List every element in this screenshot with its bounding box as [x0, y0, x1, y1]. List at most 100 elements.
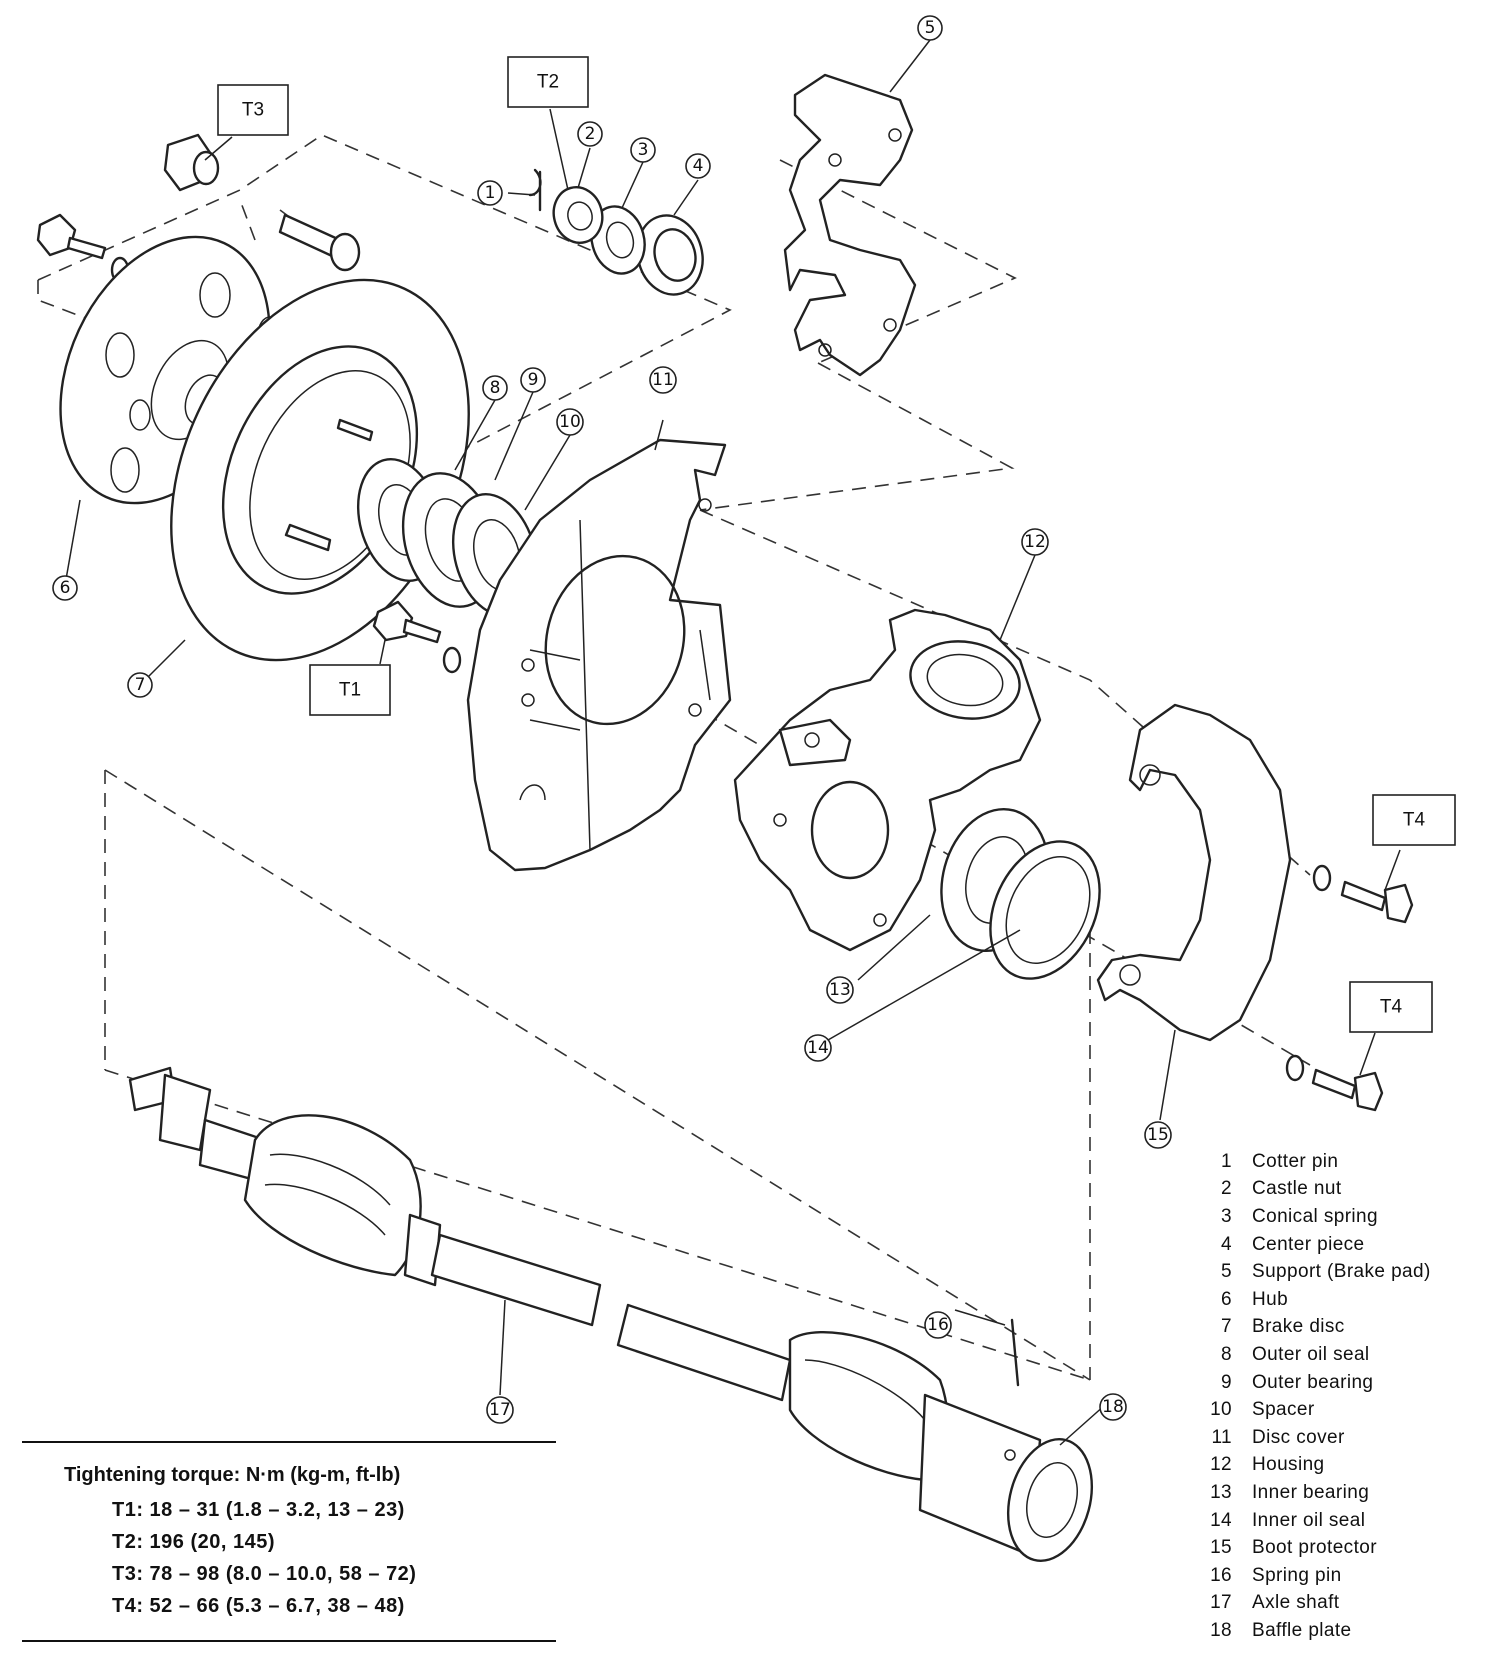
torque-box-label: T4: [1380, 997, 1403, 1018]
legend-item: 6 Hub: [1208, 1286, 1498, 1314]
callout-8: 8: [482, 375, 508, 401]
legend-number: 12: [1210, 1454, 1232, 1476]
torque-heading: Tightening torque: N·m (kg-m, ft-lb): [64, 1464, 401, 1486]
callout-3: 3: [630, 137, 656, 163]
table-top-rule: [22, 1441, 556, 1443]
callout-12: 12: [1021, 528, 1049, 556]
legend-part-name: Cotter pin: [1252, 1150, 1339, 1172]
housing: [733, 608, 1042, 952]
callout-2: 2: [577, 121, 603, 147]
callout-label: 6: [60, 578, 71, 598]
legend-number: 6: [1221, 1288, 1232, 1310]
legend-part-name: Hub: [1252, 1288, 1289, 1310]
legend-part-name: Outer oil seal: [1252, 1343, 1370, 1365]
callout-14: 14: [804, 1034, 832, 1062]
legend-number: 10: [1210, 1399, 1232, 1421]
legend-part-name: Baffle plate: [1252, 1619, 1352, 1641]
callout-4: 4: [685, 153, 711, 179]
leader-lines: [64, 39, 1401, 1446]
callout-1: 1: [477, 180, 503, 206]
legend-item: 18 Baffle plate: [1208, 1617, 1498, 1645]
torque-box-t2: T2: [507, 56, 589, 108]
parts-legend: 1 Cotter pin 2 Castle nut 3 Conical spring 4 Ce…: [1208, 1148, 1498, 1645]
legend-part-name: Support (Brake pad): [1252, 1261, 1431, 1283]
legend-part-name: Castle nut: [1252, 1178, 1342, 1200]
tightening-torque-table: Tightening torque: N·m (kg-m, ft-lb) T1:…: [22, 1441, 556, 1643]
legend-item: 17 Axle shaft: [1208, 1590, 1498, 1618]
legend-item: 4 Center piece: [1208, 1231, 1498, 1259]
callout-label: 10: [559, 412, 581, 432]
callout-label: 17: [489, 1400, 511, 1420]
torque-box-t4b: T4: [1349, 981, 1433, 1033]
callout-label: 7: [135, 675, 146, 695]
legend-part-name: Conical spring: [1252, 1205, 1378, 1227]
brake-pad-support: [783, 73, 917, 377]
callout-label: 2: [585, 124, 596, 144]
callout-label: 3: [638, 140, 649, 160]
callout-label: 14: [807, 1038, 829, 1058]
legend-part-name: Axle shaft: [1252, 1592, 1340, 1614]
torque-box-t4a: T4: [1372, 794, 1456, 846]
legend-number: 2: [1221, 1178, 1232, 1200]
legend-item: 2 Castle nut: [1208, 1176, 1498, 1204]
legend-number: 1: [1221, 1150, 1232, 1172]
callout-label: 5: [925, 18, 936, 38]
axle-shaft: [128, 1066, 1094, 1562]
legend-number: 15: [1210, 1537, 1232, 1559]
torque-box-t1: T1: [309, 664, 391, 716]
callout-label: 9: [528, 370, 539, 390]
legend-number: 4: [1221, 1233, 1232, 1255]
legend-item: 11 Disc cover: [1208, 1424, 1498, 1452]
t4-bolts: [1285, 864, 1414, 1112]
legend-part-name: Inner bearing: [1252, 1481, 1370, 1503]
callout-13: 13: [826, 976, 854, 1004]
legend-item: 7 Brake disc: [1208, 1314, 1498, 1342]
legend-number: 5: [1221, 1261, 1232, 1283]
legend-item: 15 Boot protector: [1208, 1534, 1498, 1562]
legend-number: 3: [1221, 1205, 1232, 1227]
callout-16: 16: [924, 1311, 952, 1339]
legend-part-name: Outer bearing: [1252, 1371, 1374, 1393]
callout-7: 7: [127, 672, 153, 698]
torque-box-label: T3: [242, 100, 264, 121]
legend-part-name: Brake disc: [1252, 1316, 1345, 1338]
callout-15: 15: [1144, 1121, 1172, 1149]
legend-part-name: Center piece: [1252, 1233, 1365, 1255]
legend-part-name: Disc cover: [1252, 1426, 1345, 1448]
callout-9: 9: [520, 367, 546, 393]
callout-label: 18: [1102, 1397, 1124, 1417]
legend-number: 7: [1221, 1316, 1232, 1338]
callout-5: 5: [917, 15, 943, 41]
torque-box-label: T1: [339, 680, 361, 701]
bolts-and-nuts: [36, 133, 361, 284]
callout-label: 11: [652, 370, 674, 390]
nut-stack: [528, 168, 704, 296]
torque-box-label: T2: [537, 72, 559, 93]
callout-label: 15: [1147, 1125, 1169, 1145]
table-bottom-rule: [22, 1640, 556, 1642]
callout-label: 13: [829, 980, 851, 1000]
legend-number: 11: [1211, 1426, 1232, 1448]
legend-number: 13: [1210, 1481, 1232, 1503]
callout-6: 6: [52, 575, 78, 601]
legend-number: 17: [1210, 1592, 1232, 1614]
legend-part-name: Boot protector: [1252, 1537, 1377, 1559]
callout-17: 17: [486, 1396, 514, 1424]
boot-protector: [1096, 703, 1292, 1042]
callout-label: 4: [693, 156, 704, 176]
torque-box-label: T4: [1403, 810, 1426, 831]
torque-spec-t2: T2: 196 (20, 145): [112, 1531, 276, 1553]
callout-10: 10: [556, 408, 584, 436]
inner-bearing-seal: [940, 807, 1101, 980]
legend-part-name: Spring pin: [1252, 1564, 1342, 1586]
callout-18: 18: [1099, 1393, 1127, 1421]
legend-number: 18: [1210, 1619, 1232, 1641]
callout-label: 16: [927, 1315, 949, 1335]
legend-item: 1 Cotter pin: [1208, 1148, 1498, 1176]
legend-number: 14: [1210, 1509, 1232, 1531]
